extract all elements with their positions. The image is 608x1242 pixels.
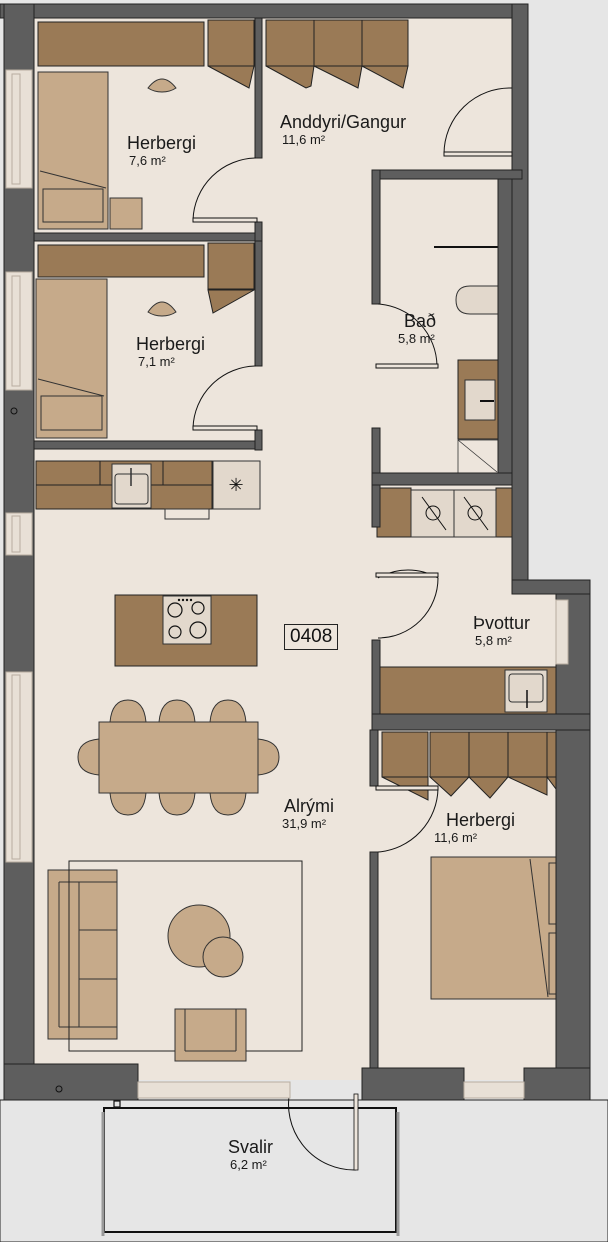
svg-text:✳: ✳ <box>228 475 243 496</box>
room-name: Bað <box>404 311 437 331</box>
furniture <box>35 71 591 1062</box>
kitchen-sink-icon <box>111 463 152 509</box>
room-area: 31,9 m² <box>282 816 327 831</box>
room-label-bedroom-2: Herbergi 7,1 m² <box>136 334 205 369</box>
column-marker <box>55 1085 63 1093</box>
column-marker <box>10 407 18 415</box>
room-label-balcony: Svalir 6,2 m² <box>228 1137 273 1172</box>
washing-machine-icon <box>410 489 497 538</box>
room-area: 5,8 m² <box>398 331 435 346</box>
room-name: Anddyri/Gangur <box>280 112 407 132</box>
room-name: Herbergi <box>127 133 197 153</box>
cooktop-icon <box>162 595 212 645</box>
room-area: 5,8 m² <box>475 633 512 648</box>
room-label-laundry: Þvottur 5,8 m² <box>473 613 530 648</box>
wardrobes <box>35 19 588 801</box>
doors[interactable] <box>192 87 513 853</box>
room-label-bathroom: Bað 5,8 m² <box>398 311 437 346</box>
unit-number-badge: 0408 <box>284 624 339 650</box>
dishwasher <box>164 508 210 520</box>
fridge-icon: ✳ <box>212 460 261 510</box>
toilet-icon <box>455 285 499 315</box>
balcony[interactable] <box>0 1089 608 1242</box>
room-area: 7,6 m² <box>129 153 166 168</box>
room-label-living-area: Alrými 31,9 m² <box>282 796 334 831</box>
room-label-bedroom-3: Herbergi 11,6 m² <box>434 810 516 845</box>
room-name: Svalir <box>228 1137 274 1157</box>
room-name: Herbergi <box>446 810 516 830</box>
room-label-bedroom-1: Herbergi 7,6 m² <box>127 133 196 168</box>
bath-sink-icon <box>464 379 496 421</box>
room-name: Alrými <box>284 796 334 816</box>
room-area: 6,2 m² <box>230 1157 267 1172</box>
room-area: 7,1 m² <box>138 354 175 369</box>
room-label-hallway: Anddyri/Gangur 11,6 m² <box>280 112 406 147</box>
room-area: 11,6 m² <box>282 132 326 147</box>
room-name: Herbergi <box>136 334 206 354</box>
room-name: Þvottur <box>473 613 531 633</box>
chairs <box>77 78 280 816</box>
room-area: 11,6 m² <box>434 830 478 845</box>
windows <box>5 69 569 1099</box>
laundry-sink-icon <box>504 669 548 713</box>
